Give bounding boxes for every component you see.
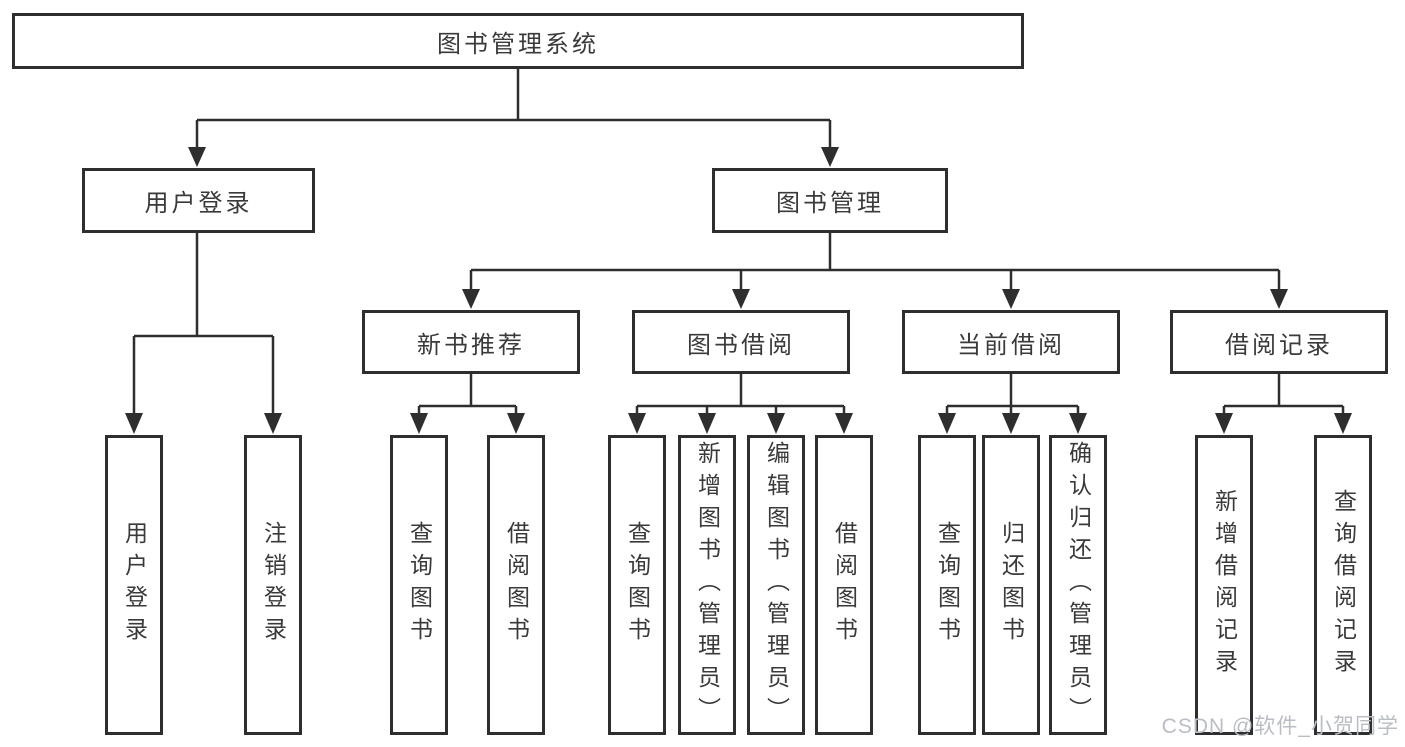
leaf-label: 新增图书（管理员） [694,441,721,729]
node-label: 图书借阅 [687,331,795,359]
leaf-label: 注销登录 [260,521,287,649]
leaf-add-book-admin: 新增图书（管理员） [678,435,736,735]
node-book-borrowing: 图书借阅 [632,310,850,374]
leaf-label: 借阅图书 [503,521,530,649]
node-user-login: 用户登录 [82,168,315,233]
node-label: 当前借阅 [957,331,1065,359]
leaf-borrow-books-newbooks: 借阅图书 [487,435,545,735]
node-new-book-recommend: 新书推荐 [362,310,580,374]
leaf-label: 借阅图书 [831,521,858,649]
leaf-label: 查询图书 [934,521,961,649]
leaf-return-books: 归还图书 [982,435,1040,735]
node-borrowing-records: 借阅记录 [1170,310,1388,374]
leaf-query-books-borrowing: 查询图书 [608,435,666,735]
node-current-borrowing: 当前借阅 [902,310,1120,374]
leaf-query-books-current: 查询图书 [918,435,976,735]
leaf-user-login: 用户登录 [105,435,163,735]
leaf-label: 查询图书 [624,521,651,649]
leaf-label: 确认归还（管理员） [1065,441,1092,729]
node-label: 借阅记录 [1225,331,1333,359]
leaf-logout: 注销登录 [244,435,302,735]
leaf-confirm-return-admin: 确认归还（管理员） [1049,435,1107,735]
leaf-query-books-newbooks: 查询图书 [390,435,448,735]
leaf-label: 归还图书 [998,521,1025,649]
node-library-management-system: 图书管理系统 [12,13,1024,69]
leaf-borrow-books-borrowing: 借阅图书 [815,435,873,735]
node-label: 图书管理 [776,190,884,217]
arrowhead-icons [125,147,1352,434]
node-label: 新书推荐 [417,331,525,359]
leaf-edit-book-admin: 编辑图书（管理员） [747,435,805,735]
leaf-add-borrow-record: 新增借阅记录 [1195,435,1253,735]
node-book-management: 图书管理 [712,168,948,233]
watermark-text: CSDN @软件_小贺同学 [1161,715,1399,738]
leaf-query-borrow-record: 查询借阅记录 [1314,435,1372,735]
leaf-label: 查询图书 [406,521,433,649]
node-label: 图书管理系统 [437,30,599,58]
leaf-label: 编辑图书（管理员） [763,441,790,729]
leaf-label: 新增借阅记录 [1211,489,1238,681]
leaf-label: 查询借阅记录 [1330,489,1357,681]
node-label: 用户登录 [144,190,253,217]
leaf-label: 用户登录 [121,521,148,649]
